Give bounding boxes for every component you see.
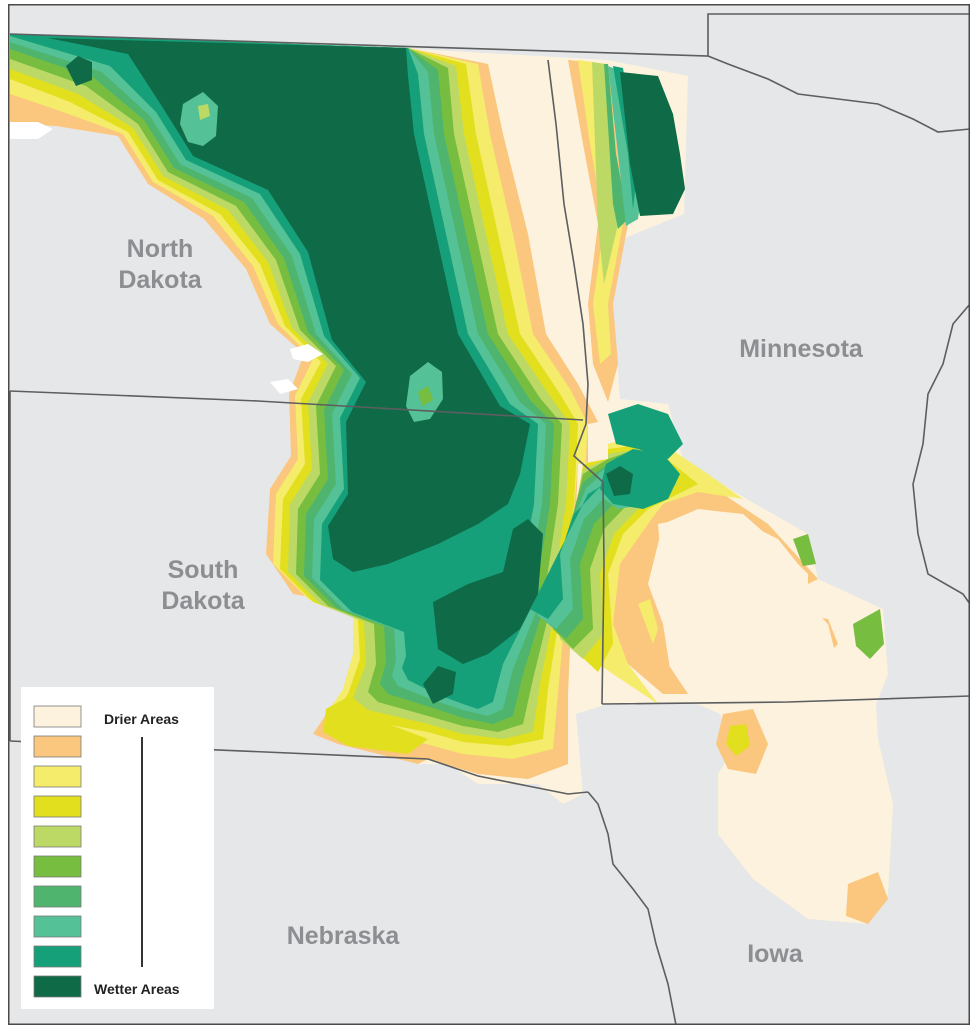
zone-light-yellow-mn-edge bbox=[638, 599, 658, 644]
zone-yellow-sd-west bbox=[323, 694, 428, 754]
map-border bbox=[8, 4, 970, 1025]
state-label-nebraska: Nebraska bbox=[287, 922, 401, 950]
border-mn-wi bbox=[912, 303, 970, 605]
zone-orange-blob-3 bbox=[846, 872, 888, 924]
zone-wetter-nd-spot bbox=[66, 56, 92, 86]
map-frame: North Dakota Minnesota South Dakota Nebr… bbox=[8, 4, 970, 1025]
zone-teal-east bbox=[613, 66, 638, 209]
legend-swatch bbox=[33, 765, 82, 788]
map-canvas: North Dakota Minnesota South Dakota Nebr… bbox=[8, 4, 970, 1025]
zone-wetter-mn-northeast bbox=[620, 72, 685, 216]
state-label-south-dakota-line1: South bbox=[168, 556, 239, 584]
zone-ring-nd-inner bbox=[180, 92, 218, 146]
legend-swatches bbox=[33, 705, 82, 998]
lake bbox=[10, 122, 53, 139]
zone-yellow-iowa bbox=[726, 724, 750, 756]
state-label-north-dakota-line1: North bbox=[127, 235, 194, 263]
zone-wetter-mn-blob bbox=[606, 466, 633, 496]
legend-swatch bbox=[33, 795, 82, 818]
zone-wetter-core bbox=[48, 38, 530, 572]
state-labels: North Dakota Minnesota South Dakota Nebr… bbox=[118, 235, 864, 968]
lake bbox=[290, 344, 323, 362]
border-sd-ne bbox=[9, 740, 589, 795]
zone-ring-sd-core bbox=[418, 386, 433, 406]
legend-swatch bbox=[33, 705, 82, 728]
zone-wetter-blob-sd-south bbox=[423, 666, 456, 704]
border-red-river bbox=[547, 59, 604, 483]
zone-light-green-east bbox=[592, 62, 618, 284]
legend-swatch bbox=[33, 825, 82, 848]
zone-wetter-blob-sd bbox=[433, 519, 543, 664]
lake bbox=[270, 379, 298, 394]
legend-swatch bbox=[33, 885, 82, 908]
zone-drier-mn-inner bbox=[658, 516, 878, 709]
legend-swatch bbox=[33, 855, 82, 878]
state-label-north-dakota-line2: Dakota bbox=[118, 266, 202, 294]
state-label-minnesota: Minnesota bbox=[739, 335, 864, 363]
legend-label-wetter: Wetter Areas bbox=[94, 981, 180, 997]
state-boundaries bbox=[9, 13, 970, 1025]
state-label-iowa: Iowa bbox=[747, 940, 804, 968]
zone-teal-mn-north bbox=[608, 404, 683, 459]
zone-teal bbox=[10, 34, 618, 709]
zone-ring-nd-core bbox=[198, 104, 210, 120]
border-sd-mn bbox=[601, 481, 605, 705]
legend-swatch bbox=[33, 735, 82, 758]
border-mn-north bbox=[707, 55, 970, 133]
legend-swatch bbox=[33, 945, 82, 968]
lakes bbox=[10, 122, 323, 394]
legend-label-drier: Drier Areas bbox=[104, 711, 179, 727]
zone-green-iowa-2 bbox=[793, 534, 816, 566]
border-mn-ia bbox=[601, 695, 970, 705]
border-ne-ia bbox=[587, 791, 677, 1025]
border-canada bbox=[9, 13, 970, 57]
state-label-south-dakota-line2: Dakota bbox=[161, 587, 245, 615]
legend: Drier Areas Wetter Areas bbox=[21, 687, 214, 1009]
border-nd-sd bbox=[9, 390, 584, 421]
wetland-zones bbox=[10, 34, 893, 924]
legend-swatch bbox=[33, 915, 82, 938]
zone-green-iowa-1 bbox=[853, 609, 884, 659]
legend-swatch bbox=[33, 975, 82, 998]
